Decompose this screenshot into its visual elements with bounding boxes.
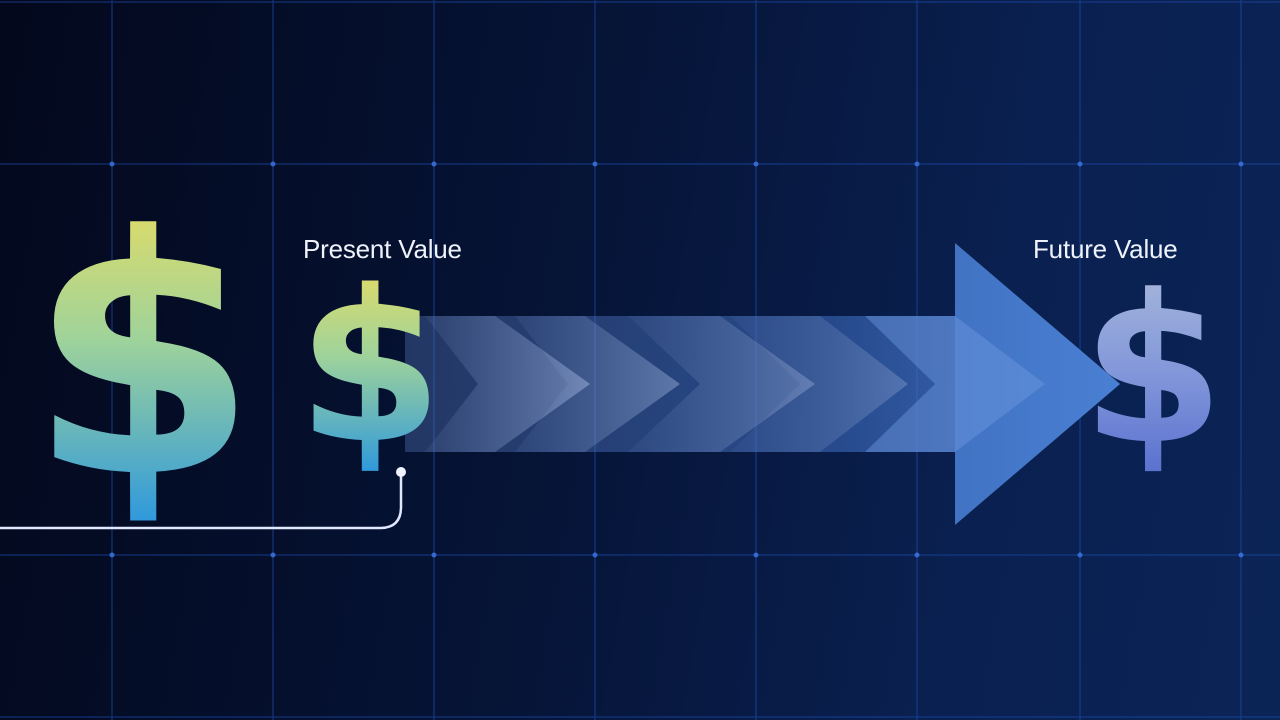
grid-intersection-dots <box>109 161 1244 558</box>
connector-line <box>0 467 406 530</box>
dollar-icon: $ <box>1082 252 1225 490</box>
present-value-label: Present Value <box>303 234 462 264</box>
dollar-icon: $ <box>28 166 258 550</box>
future-value-label: Future Value <box>1033 234 1178 264</box>
dollar-icon: $ <box>297 245 443 490</box>
arrow-chevrons <box>425 316 1045 452</box>
